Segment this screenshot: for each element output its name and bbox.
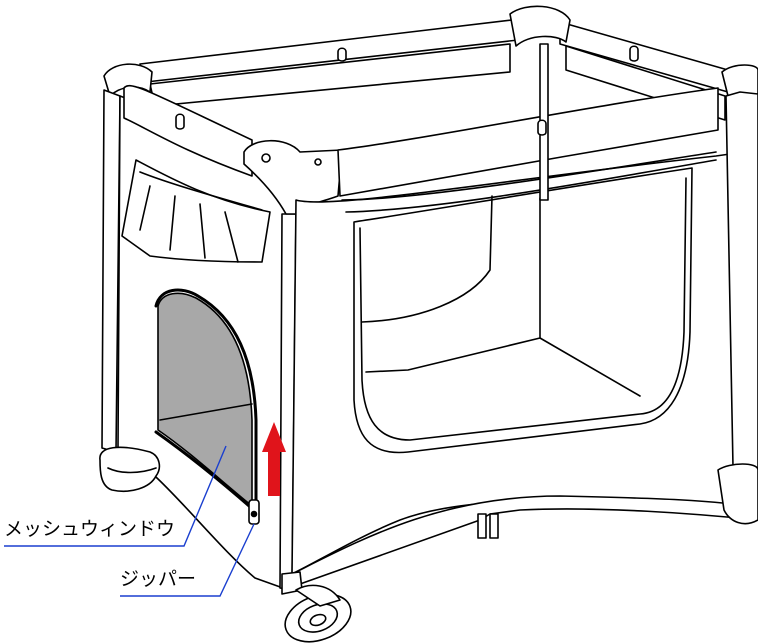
far-right-corner-cap [721,64,758,97]
mesh-window-frame [154,288,258,512]
right-post [725,91,758,521]
leader-line-zipper [120,523,255,597]
rail-clip [629,45,639,62]
leader-line-mesh [4,445,227,547]
center-leg [477,513,487,539]
back-left-post [101,89,121,453]
back-right-corner-cap [509,5,571,47]
base-bottom [291,495,758,585]
gathered-pocket [121,159,271,263]
mesh-window [157,292,253,507]
rail-clip [175,113,185,130]
rail-clip [537,119,547,136]
left-back-wheel [99,446,161,492]
front-mesh-opening [353,167,693,454]
up-arrow-icon [262,422,286,496]
zipper-label: ジッパー [120,568,197,590]
front-top-rail [337,87,719,197]
mesh-window-label: メッシュウィンドウ [4,518,176,540]
right-wheel [717,463,758,525]
rail-clip [337,47,347,62]
